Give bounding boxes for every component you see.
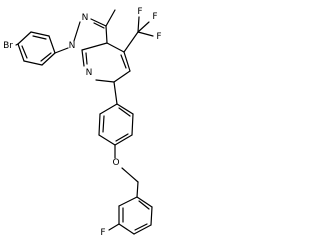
pyrazole-ring xyxy=(73,18,108,51)
bond-pyridine-phenyl xyxy=(113,81,118,105)
pyridine-ring xyxy=(81,42,131,83)
atom-br: Br xyxy=(3,41,13,51)
atom-f-cf3-top-left: F xyxy=(137,7,142,17)
atom-n-pyridine: N xyxy=(86,68,93,78)
trifluoromethyl-group xyxy=(123,16,154,53)
atom-n-ring: N xyxy=(69,41,76,51)
bromophenyl-ring xyxy=(17,31,56,66)
bond-br-ring xyxy=(15,43,19,46)
bond-ring-n1 xyxy=(54,47,69,54)
bond-methyl xyxy=(105,9,116,27)
chemical-structure-diagram: Br N N N F F F O F xyxy=(3,7,162,238)
atom-f-cf3-right: F xyxy=(156,32,161,42)
atom-n-pyrazole: N xyxy=(82,13,89,23)
phenylene-ring xyxy=(98,103,134,146)
fluorophenyl-ring xyxy=(118,196,153,235)
atom-f-cf3-top-right: F xyxy=(152,12,157,22)
atom-o-ether: O xyxy=(112,158,119,168)
bond-ring-f xyxy=(108,223,120,231)
ether-linkage xyxy=(114,144,139,198)
atom-f-bottom: F xyxy=(100,228,105,238)
